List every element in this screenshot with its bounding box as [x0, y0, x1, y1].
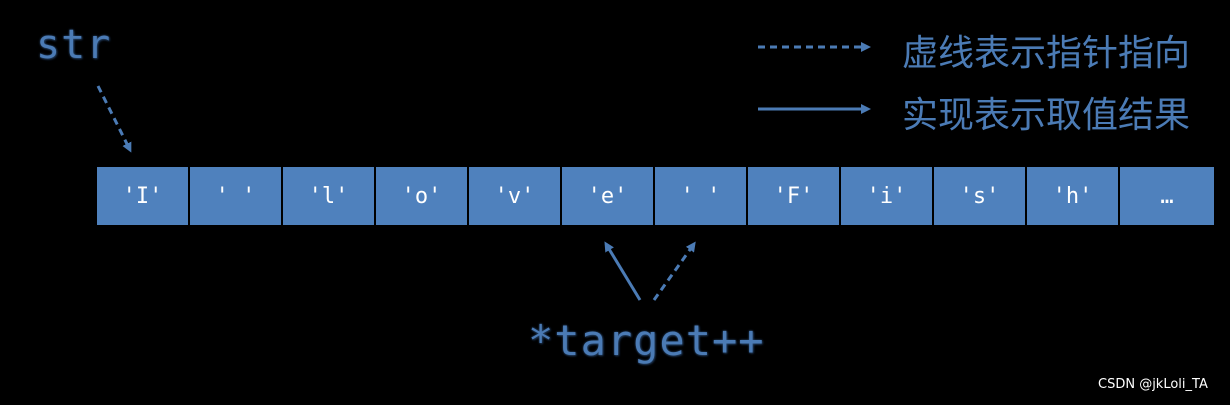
- array-cell: 's': [934, 167, 1027, 225]
- char-array: 'I' ' ' 'l' 'o' 'v' 'e' ' ' 'F' 'i' 's' …: [97, 167, 1214, 225]
- str-pointer-arrow: [96, 85, 132, 153]
- array-cell: 'e': [562, 167, 655, 225]
- array-cell: ' ': [655, 167, 748, 225]
- array-cell: 'l': [283, 167, 376, 225]
- array-cell: ' ': [190, 167, 283, 225]
- array-cell: 'h': [1027, 167, 1120, 225]
- watermark: CSDN @jkLoli_TA: [1098, 377, 1208, 392]
- str-pointer-label: str: [36, 22, 112, 68]
- value-result-arrow: [604, 241, 642, 301]
- array-cell: 'v': [469, 167, 562, 225]
- target-expression-label: *target++: [528, 316, 765, 365]
- legend-solid-label: 实现表示取值结果: [902, 95, 1191, 136]
- array-cell: 'F': [748, 167, 841, 225]
- array-cell: 'i': [841, 167, 934, 225]
- array-cell: …: [1120, 167, 1214, 225]
- array-cell: 'o': [376, 167, 469, 225]
- array-cell: 'I': [97, 167, 190, 225]
- pointer-advance-arrow: [652, 241, 696, 301]
- legend-dashed-label: 虚线表示指针指向: [902, 33, 1191, 74]
